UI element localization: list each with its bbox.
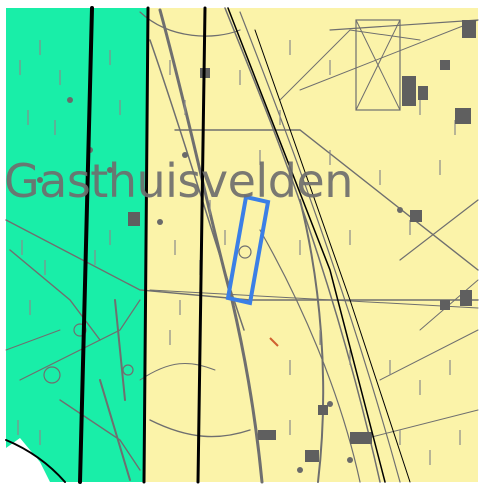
white-patch [6,438,50,482]
buildings [128,20,476,462]
point-symbols [37,97,403,473]
place-name-label: Gasthuisvelden [4,154,353,208]
selection-outline[interactable] [225,194,271,306]
nature-zone [6,8,148,482]
red-marker [269,337,279,347]
boundary-lines [5,6,411,484]
topographic-lines [5,7,479,484]
parcel-hatching [17,40,461,465]
